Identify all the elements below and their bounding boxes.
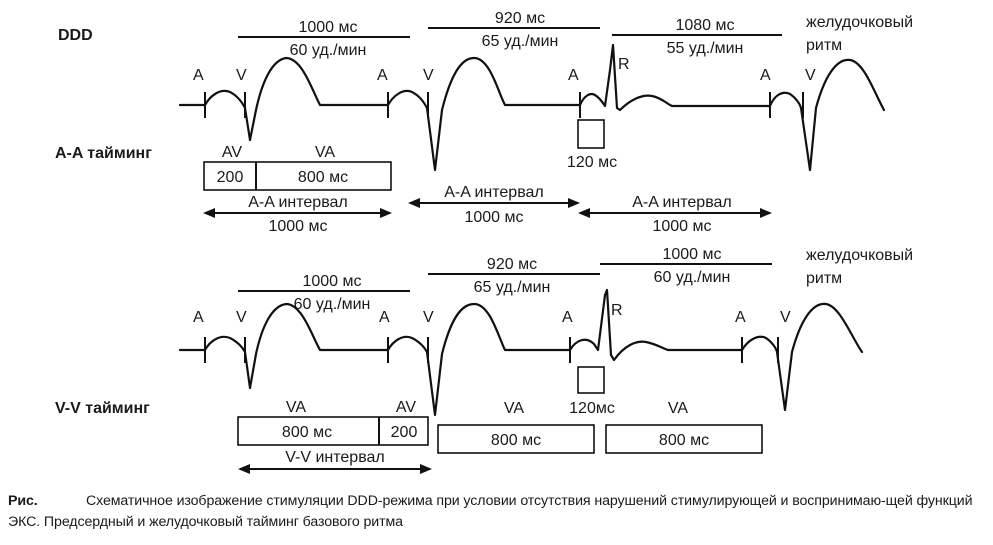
aa-interval-2-label: A-A интервал — [444, 184, 544, 201]
top-interval-2-rate: 65 уд./мин — [482, 33, 559, 50]
top-ecg-trace-1 — [178, 43, 886, 172]
top-r-label: R — [618, 56, 630, 73]
bottom-av-label: AV — [396, 399, 416, 416]
bottom-interval-2-rate: 65 уд./мин — [474, 279, 551, 296]
vv-interval-label: V-V интервал — [285, 449, 385, 466]
pacing-timing-diagram: DDD A-A тайминг 1000 мс 60 уд./мин 920 м… — [55, 10, 913, 474]
aa-interval-1-value: 1000 мс — [268, 218, 327, 235]
top-marker-a-1: A — [193, 67, 204, 84]
top-interval-2-ms: 920 мс — [495, 10, 545, 27]
top-interval-1: 1000 мс 60 уд./мин — [238, 19, 410, 59]
caption-text: Схематичное изображение стимуляции DDD-р… — [8, 493, 973, 530]
bottom-va-value-1: 800 мс — [282, 424, 332, 441]
bottom-va-value-2: 800 мс — [491, 432, 541, 449]
bottom-interval-1-ms: 1000 мс — [302, 273, 361, 290]
bottom-ventricular-rhythm-line1: желудочковый — [806, 247, 913, 264]
top-marker-a-2: A — [377, 67, 388, 84]
bottom-va-box-3 — [605, 424, 763, 454]
bottom-va-label-2: VA — [504, 400, 524, 417]
top-av-va-box — [203, 161, 392, 191]
bottom-va-label-1: VA — [286, 399, 306, 416]
top-interval-2: 920 мс 65 уд./мин — [428, 10, 600, 50]
aa-interval-3-label: A-A интервал — [632, 194, 732, 211]
bottom-interval-2-ms: 920 мс — [487, 256, 537, 273]
top-interval-3-ms: 1080 мс — [675, 17, 734, 34]
top-interval-3-rate: 55 уд./мин — [667, 40, 744, 57]
top-av-value: 200 — [217, 169, 244, 186]
bottom-marker-a-2: A — [379, 309, 390, 326]
aa-interval-2-value: 1000 мс — [464, 209, 523, 226]
aa-interval-1: A-A интервал 1000 мс — [203, 194, 392, 235]
caption-title: Рис. — [8, 493, 38, 509]
top-ventricular-rhythm-line2: ритм — [806, 37, 842, 54]
top-marker-v-4: V — [805, 67, 816, 84]
top-120ms-label: 120 мс — [567, 154, 617, 171]
aa-interval-3: A-A интервал 1000 мс — [578, 194, 772, 235]
bottom-interval-3: 1000 мс 60 уд./мин — [600, 246, 772, 286]
top-120ms-box — [577, 119, 605, 149]
bottom-interval-3-ms: 1000 мс — [662, 246, 721, 263]
bottom-120ms-box — [577, 366, 605, 394]
mode-label: DDD — [58, 27, 93, 44]
bottom-marker-a-4: A — [735, 309, 746, 326]
top-marker-v-1: V — [236, 67, 247, 84]
top-interval-3: 1080 мс 55 уд./мин — [612, 17, 782, 57]
bottom-va-value-3: 800 мс — [659, 432, 709, 449]
bottom-ventricular-rhythm-line2: ритм — [806, 270, 842, 287]
top-interval-1-rate: 60 уд./мин — [290, 42, 367, 59]
bottom-va-label-3: VA — [668, 400, 688, 417]
bottom-ecg-trace-1 — [178, 288, 864, 417]
vv-interval: V-V интервал — [238, 449, 432, 474]
aa-timing-label: A-A тайминг — [55, 145, 152, 162]
top-ecg-waveform — [178, 43, 886, 172]
bottom-interval-2: 920 мс 65 уд./мин — [428, 256, 600, 296]
top-marker-a-4: A — [760, 67, 771, 84]
top-va-label: VA — [315, 144, 335, 161]
bottom-va-av-box — [237, 416, 429, 446]
top-va-value: 800 мс — [298, 169, 348, 186]
top-marker-a-3: A — [568, 67, 579, 84]
top-interval-1-ms: 1000 мс — [298, 19, 357, 36]
top-marker-v-2: V — [423, 67, 434, 84]
figure-caption: Рис.Схематичное изображение стимуляции D… — [8, 491, 986, 533]
bottom-marker-v-1: V — [236, 309, 247, 326]
bottom-interval-1: 1000 мс 60 уд./мин — [238, 273, 410, 313]
bottom-av-value: 200 — [391, 424, 418, 441]
aa-interval-3-value: 1000 мс — [652, 218, 711, 235]
bottom-interval-1-rate: 60 уд./мин — [294, 296, 371, 313]
bottom-120ms-label: 120мс — [569, 400, 615, 417]
bottom-marker-v-2: V — [423, 309, 434, 326]
bottom-marker-a-1: A — [193, 309, 204, 326]
bottom-ecg-waveform — [178, 288, 864, 417]
bottom-interval-3-rate: 60 уд./мин — [654, 269, 731, 286]
aa-interval-1-label: A-A интервал — [248, 194, 348, 211]
bottom-marker-a-3: A — [562, 309, 573, 326]
top-av-label: AV — [222, 144, 242, 161]
vv-timing-label: V-V тайминг — [55, 400, 150, 417]
aa-interval-2: A-A интервал 1000 мс — [408, 184, 580, 226]
bottom-r-label: R — [611, 302, 623, 319]
top-ventricular-rhythm-line1: желудочковый — [806, 14, 913, 31]
bottom-marker-v-4: V — [780, 309, 791, 326]
bottom-va-box-2 — [437, 424, 595, 454]
